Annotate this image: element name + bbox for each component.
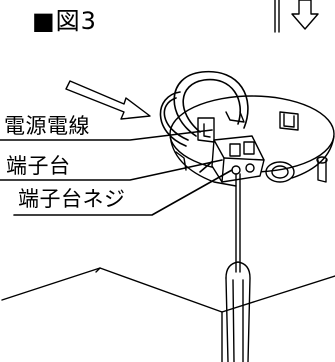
insertion-arrow-icon [65, 80, 151, 120]
frame-fragment [274, 0, 280, 33]
figure-title: ■図3 [32, 7, 97, 35]
callout-leaders [0, 129, 233, 216]
callout-power-cable: 電源電線 [4, 114, 90, 138]
screwdriver-icon [225, 173, 251, 362]
callout-terminal-block: 端子台 [6, 154, 71, 178]
callout-terminal-screw: 端子台ネジ [18, 187, 126, 211]
ceiling-board [1, 267, 335, 362]
terminal-block [211, 135, 265, 183]
down-arrow-icon [291, 0, 319, 30]
base-hole [265, 161, 295, 183]
